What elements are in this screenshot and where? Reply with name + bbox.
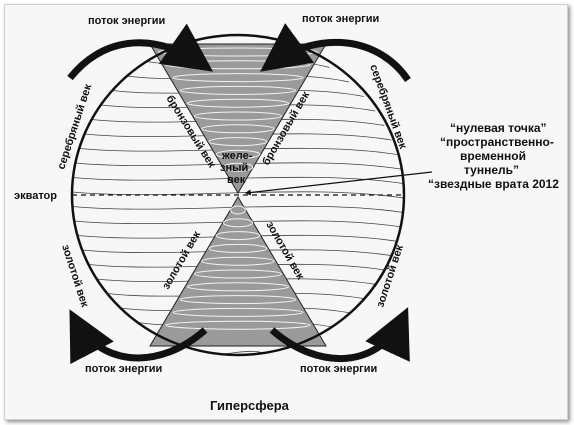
- cone-ring: [179, 295, 297, 305]
- spacetime-tunnel-label-line3: туннель”: [464, 163, 519, 177]
- energy-flow-label-top-right: поток энергии: [302, 13, 379, 25]
- energy-flow-arrow-bottom-right: [269, 307, 410, 362]
- cone-ring: [186, 98, 290, 108]
- iron-age-label-line1: желе-: [221, 150, 253, 162]
- cone-ring: [165, 320, 311, 330]
- cone-ring: [222, 162, 254, 172]
- cone-ring: [215, 231, 261, 241]
- diagram-title: Гиперсфера: [210, 398, 290, 413]
- star-gate-label: “звездные врата 2012: [428, 177, 559, 191]
- cone-ring: [172, 73, 304, 83]
- golden-age-label-outer-left: золотой век: [59, 243, 91, 309]
- cone-ring: [230, 205, 246, 215]
- cone-ring: [208, 137, 268, 147]
- iron-age-label-line3: век: [227, 174, 246, 186]
- cone-ring: [222, 218, 254, 228]
- cone-ring: [194, 269, 282, 279]
- cone-ring: [201, 256, 275, 266]
- equator-label: экватор: [14, 190, 57, 202]
- cone-ring: [194, 111, 282, 121]
- energy-flow-arrow-top-right: [260, 23, 411, 82]
- energy-flow-label-bottom-right: поток энергии: [300, 363, 377, 375]
- zero-point-label: “нулевая точка”: [450, 121, 547, 135]
- energy-flow-arrow-bottom-left: [69, 309, 208, 365]
- spacetime-tunnel-label-line1: “пространственно-: [440, 135, 554, 149]
- energy-flow-label-top-left: поток энергии: [88, 15, 165, 27]
- spacetime-tunnel-label-line2: временной: [460, 149, 526, 163]
- cone-ring: [172, 307, 304, 317]
- energy-flow-arrow-top-left: [67, 23, 214, 81]
- cone-ring: [215, 149, 261, 159]
- golden-age-label-outer-right: золотой век: [374, 243, 406, 309]
- zero-point-pointer: [244, 171, 433, 196]
- iron-age-label-line2: зный: [220, 162, 248, 174]
- lower-cone: [149, 196, 327, 347]
- cone-ring: [186, 282, 290, 292]
- cone-ring: [208, 243, 268, 253]
- upper-cone: [149, 43, 327, 194]
- cone-ring: [158, 47, 318, 57]
- cone-ring: [179, 85, 297, 95]
- energy-flow-label-bottom-left: поток энергии: [85, 363, 162, 375]
- cone-ring: [201, 124, 275, 134]
